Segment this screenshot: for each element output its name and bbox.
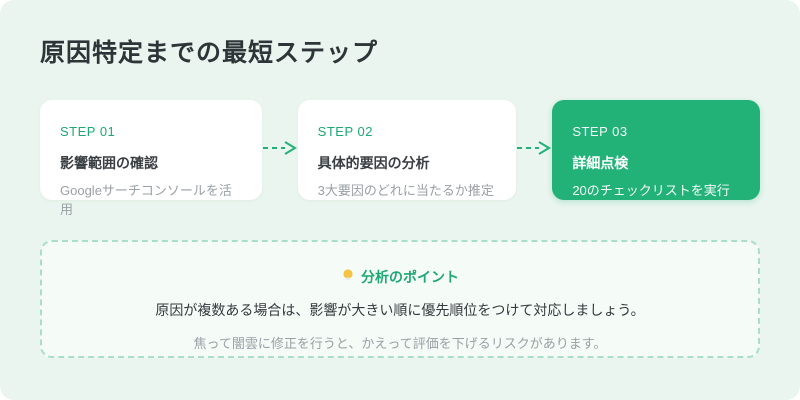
dashed-arrow-right-icon [262,140,298,161]
step-3-subtitle: 20のチェックリストを実行 [572,183,730,198]
page-title: 原因特定までの最短ステップ [40,39,379,67]
step-card-1: STEP 01 影響範囲の確認 Googleサーチコンソールを活用 [40,100,262,217]
step-2-subtitle: 3大要因のどれに当たるか推定 [317,183,494,198]
step-1-title: 影響範囲の確認 [60,155,158,171]
step-3-title: 詳細点検 [572,155,629,171]
tip-body: 原因が複数ある場合は、影響が大きい順に優先順位をつけて対応しましょう。 [155,302,645,318]
step-1-subtitle: Googleサーチコンソールを活用 [60,183,232,217]
flow-arrow-1 [262,100,298,200]
step-card-2: STEP 02 具体的要因の分析 3大要因のどれに当たるか推定 [297,100,517,200]
analysis-tip-box: 分析のポイント 原因が複数ある場合は、影響が大きい順に優先順位をつけて対応しまし… [40,240,760,358]
step-card-3: STEP 03 詳細点検 20のチェックリストを実行 [552,100,760,200]
lightbulb-icon [341,268,355,286]
dashed-arrow-right-icon [516,140,552,161]
tip-heading: 分析のポイント [361,269,459,285]
step-2-label: STEP 02 [317,124,373,139]
steps-flow: STEP 01 影響範囲の確認 Googleサーチコンソールを活用 STEP 0… [40,100,760,217]
step-3-label: STEP 03 [572,124,628,139]
tip-heading-row: 分析のポイント [42,267,758,287]
step-1-label: STEP 01 [60,124,116,139]
tip-note: 焦って闇雲に修正を行うと、かえって評価を下げるリスクがあります。 [193,336,607,351]
flow-arrow-2 [516,100,552,200]
step-2-title: 具体的要因の分析 [317,155,430,171]
